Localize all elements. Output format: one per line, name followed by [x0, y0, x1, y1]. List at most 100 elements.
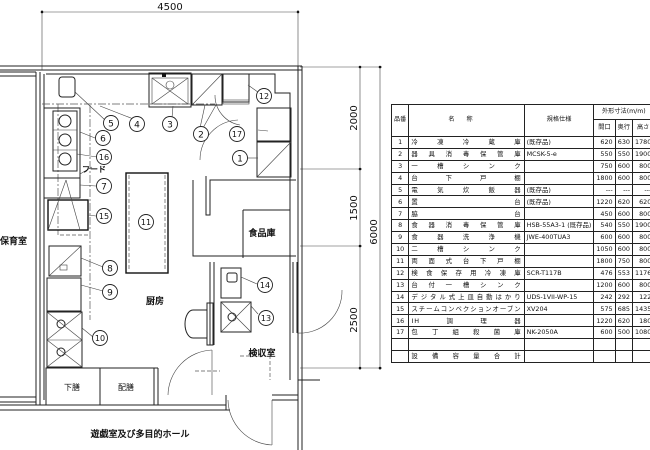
row-name: 台下戸棚	[408, 171, 525, 185]
row-height: 800	[631, 159, 650, 173]
bubble-5: 5	[103, 115, 119, 131]
row-no: 17	[390, 326, 410, 340]
row-name: デジタル式上皿自動はかり	[408, 290, 525, 304]
svg-text:5: 5	[108, 120, 114, 130]
row-height: 180	[631, 314, 650, 328]
row-name: 設備容量合計	[408, 350, 525, 363]
bubble-6: 6	[95, 130, 111, 146]
row-no: 12	[390, 266, 410, 280]
svg-text:11: 11	[141, 218, 151, 227]
row-spec: UDS-1VII-WP-15	[523, 290, 595, 304]
bubble-1: 1	[232, 150, 248, 166]
table-row: 設備容量合計	[390, 350, 650, 363]
svg-text:10: 10	[95, 334, 105, 343]
row-no: 4	[390, 171, 410, 185]
bubble-12: 12	[256, 88, 272, 104]
header-height: 高さ	[631, 119, 650, 137]
svg-text:14: 14	[260, 281, 270, 290]
svg-text:2: 2	[198, 131, 204, 141]
row-spec	[523, 171, 595, 185]
bubble-13: 13	[258, 310, 274, 326]
row-no: 5	[390, 183, 410, 197]
row-spec: NK-2050A	[523, 326, 595, 340]
row-depth	[614, 350, 634, 363]
dim-seg-3: 2500	[349, 307, 360, 332]
row-width: 1200	[593, 278, 616, 292]
row-spec	[523, 207, 595, 221]
row-name: 冷凍冷蔵庫	[408, 136, 525, 149]
row-no: 16	[390, 314, 410, 328]
bubble-3: 3	[162, 116, 178, 132]
leader-lines	[74, 84, 269, 338]
row-no: 13	[390, 278, 410, 292]
row-depth: 600	[614, 207, 634, 221]
dim-top-width: 4500	[157, 2, 182, 13]
bubble-15: 15	[96, 208, 112, 224]
row-height: 1900	[631, 147, 650, 161]
row-name: 器具消毒保管庫	[408, 147, 525, 161]
row-depth: 292	[614, 290, 634, 304]
row-name: 台付一槽シンク	[408, 278, 525, 292]
bubble-10: 10	[92, 330, 108, 346]
item-bubbles: 1 2 3 4 5 6 7 8 9 10 11 12 13 14 15 16 1…	[92, 88, 274, 346]
row-height	[631, 350, 650, 363]
row-depth	[614, 338, 634, 352]
row-depth: 600	[614, 243, 634, 256]
room-hall: 遊戯室及び多目的ホール	[90, 428, 189, 440]
header-name: 名称	[408, 104, 525, 137]
row-no: 3	[390, 159, 410, 173]
row-height: ---	[631, 183, 650, 197]
equipment	[43, 72, 292, 368]
row-name: 食器消毒保管庫	[408, 219, 525, 233]
bubble-16: 16	[96, 149, 112, 165]
row-width: 476	[593, 266, 616, 280]
row-width: 600	[593, 326, 616, 340]
dim-seg-2: 1500	[349, 195, 360, 220]
row-height	[631, 338, 650, 352]
header-spec: 規格仕様	[523, 104, 595, 137]
bubble-2: 2	[193, 126, 209, 142]
row-depth: 600	[614, 231, 634, 245]
row-depth: 500	[614, 326, 634, 340]
dim-seg-1: 2000	[349, 105, 360, 130]
hood-label: フード	[82, 165, 106, 174]
row-spec	[523, 254, 595, 268]
row-height: 1780	[631, 136, 650, 149]
row-depth: 620	[614, 314, 634, 328]
bubble-17: 17	[229, 126, 245, 142]
row-depth: 553	[614, 266, 634, 280]
header-no: 品番	[390, 104, 410, 137]
row-width	[593, 350, 616, 363]
svg-text:8: 8	[107, 265, 113, 275]
row-width: 1220	[593, 195, 616, 209]
row-no	[390, 338, 410, 352]
row-spec: (既存品)	[523, 195, 595, 209]
row-spec	[523, 314, 595, 328]
row-no: 9	[390, 231, 410, 245]
row-width: ---	[593, 183, 616, 197]
svg-text:9: 9	[107, 289, 113, 299]
row-depth: 685	[614, 302, 634, 316]
row-width: 1220	[593, 314, 616, 328]
row-depth: 750	[614, 254, 634, 268]
row-no: 8	[390, 219, 410, 233]
row-height: 800	[631, 254, 650, 268]
row-no: 6	[390, 195, 410, 209]
row-depth: 550	[614, 219, 634, 233]
row-no: 10	[390, 243, 410, 256]
room-nursery: 保育室	[0, 235, 27, 247]
row-depth: 600	[614, 171, 634, 185]
row-depth: 620	[614, 195, 634, 209]
room-kitchen: 厨房	[146, 295, 164, 307]
counter-serve: 配膳	[118, 382, 134, 392]
